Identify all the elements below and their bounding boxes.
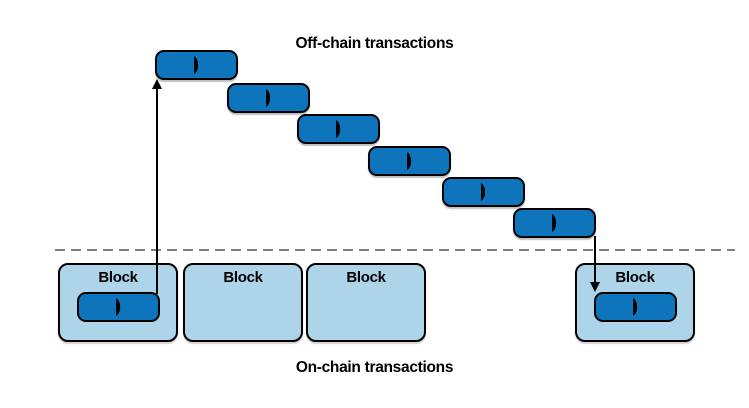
block-2: Block	[183, 263, 303, 342]
offchain-transaction	[368, 146, 451, 176]
on-chain-title: On-chain transactions	[295, 359, 454, 376]
offchain-transaction	[442, 177, 525, 207]
onchain-transaction	[594, 292, 677, 322]
offchain-transaction	[155, 50, 238, 80]
transaction-icon	[266, 89, 271, 107]
offchain-transaction	[513, 208, 596, 238]
arrow-down-icon	[590, 282, 600, 292]
settlement-arrow-line	[594, 236, 596, 286]
transaction-icon	[552, 214, 557, 232]
onchain-transaction	[77, 292, 160, 322]
block-label: Block	[98, 269, 138, 286]
block-4: Block	[575, 263, 695, 342]
transaction-icon	[194, 56, 199, 74]
transaction-icon	[116, 298, 121, 316]
arrow-up-icon	[152, 79, 162, 89]
block-1: Block	[58, 263, 178, 342]
transaction-icon	[336, 120, 341, 138]
offchain-transaction	[227, 83, 310, 113]
off-chain-title: Off-chain transactions	[295, 35, 454, 52]
block-label: Block	[223, 269, 263, 286]
transaction-icon	[407, 152, 412, 170]
funding-arrow-line	[156, 86, 158, 294]
block-label: Block	[346, 269, 386, 286]
block-3: Block	[306, 263, 426, 342]
offchain-transaction	[297, 114, 380, 144]
chain-divider-dashed-line	[55, 249, 735, 251]
transaction-icon	[481, 183, 486, 201]
block-label: Block	[615, 269, 655, 286]
transaction-icon	[633, 298, 638, 316]
